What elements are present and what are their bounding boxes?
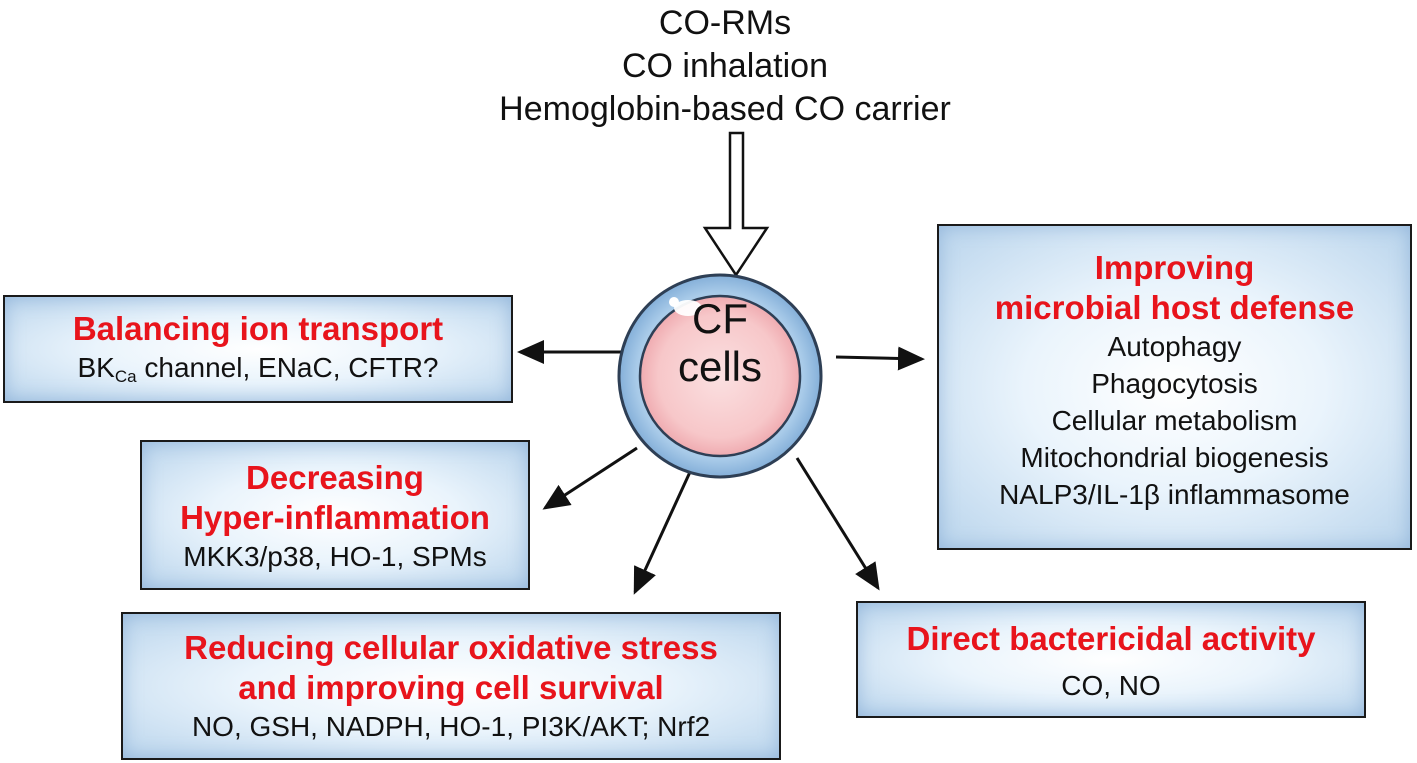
host-defense-title-line2: microbial host defense xyxy=(994,289,1355,326)
arrow-to-oxidative xyxy=(633,471,692,595)
cell-label-line2: cells xyxy=(677,343,763,390)
cf-cells-label: CF cells xyxy=(640,295,800,391)
bk-subscript: Ca xyxy=(114,367,137,386)
host-defense-item: Mitochondrial biogenesis xyxy=(1020,442,1329,473)
oxidative-detail: NO, GSH, NADPH, HO-1, PI3K/AKT; Nrf2 xyxy=(191,711,711,742)
cell-label-line1: CF xyxy=(692,295,748,342)
oxidative-title-line2: and improving cell survival xyxy=(238,669,664,706)
co-source-item: CO-RMs xyxy=(658,4,792,42)
input-arrow xyxy=(702,131,770,278)
inflammation-detail: MKK3/p38, HO-1, SPMs xyxy=(183,541,487,572)
oxidative-title-line1: Reducing cellular oxidative stress xyxy=(184,629,718,666)
box-ion-transport: Balancing ion transport BKCa channel, EN… xyxy=(3,295,513,403)
host-defense-item: NALP3/IL-1β inflammasome xyxy=(999,479,1350,510)
box-oxidative-stress: Reducing cellular oxidative stress and i… xyxy=(121,612,781,760)
co-sources: CO-RMs CO inhalation Hemoglobin-based CO… xyxy=(420,2,1030,131)
ion-transport-title: Balancing ion transport xyxy=(72,310,444,347)
bk-label: BK xyxy=(77,352,115,383)
bactericidal-title: Direct bactericidal activity xyxy=(906,620,1316,657)
co-source-item: Hemoglobin-based CO carrier xyxy=(499,90,951,128)
host-defense-item: Cellular metabolism xyxy=(1051,405,1298,436)
inflammation-title-line2: Hyper-inflammation xyxy=(180,499,490,536)
host-defense-title-line1: Improving xyxy=(1094,249,1255,286)
box-hyper-inflammation: Decreasing Hyper-inflammation MKK3/p38, … xyxy=(140,440,530,590)
inflammation-title-line1: Decreasing xyxy=(246,459,424,496)
arrow-to-inflammation xyxy=(542,446,638,510)
ion-channels-label: channel, ENaC, CFTR? xyxy=(136,352,439,383)
box-bactericidal: Direct bactericidal activity CO, NO xyxy=(856,601,1366,718)
arrow-to-host-defense xyxy=(835,346,925,371)
host-defense-item: Phagocytosis xyxy=(1091,368,1258,399)
bactericidal-detail: CO, NO xyxy=(1061,670,1161,701)
ion-transport-detail: BKCa channel, ENaC, CFTR? xyxy=(5,349,511,395)
arrow-to-bactericidal xyxy=(795,457,880,591)
cf-cell-graphic xyxy=(617,273,823,479)
co-source-item: CO inhalation xyxy=(621,47,828,85)
box-host-defense: Improving microbial host defense Autopha… xyxy=(937,224,1412,550)
host-defense-item: Autophagy xyxy=(1107,331,1242,362)
